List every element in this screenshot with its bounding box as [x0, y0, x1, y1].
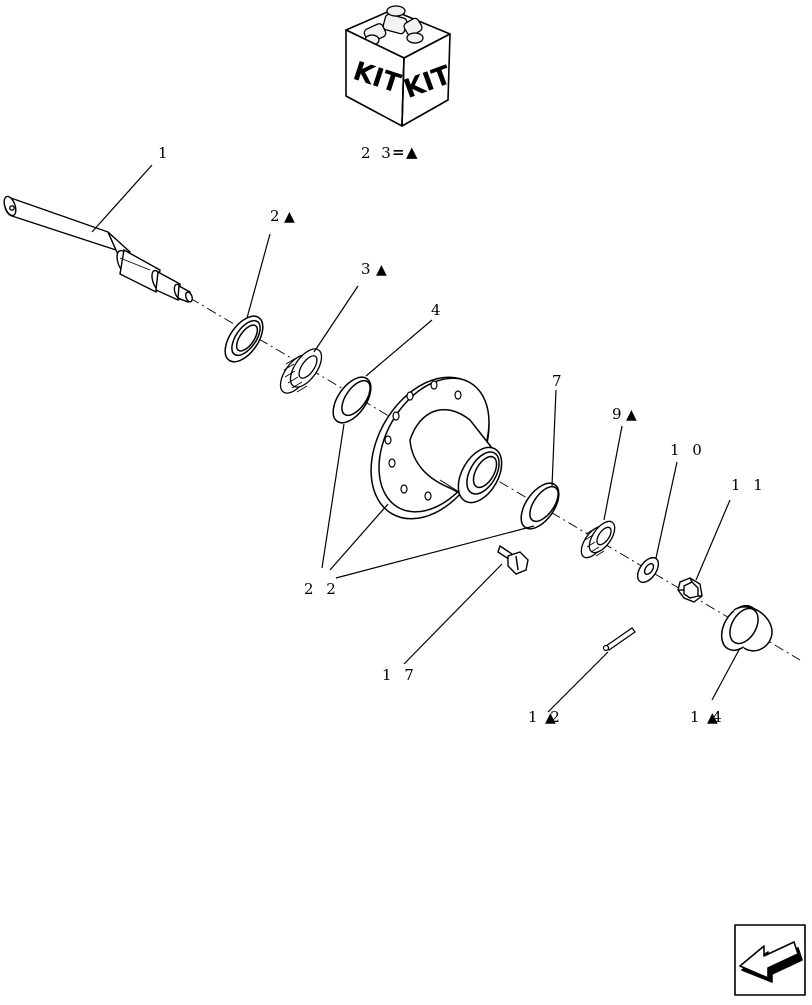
callout-14-kit-marker: ▲ [707, 710, 718, 726]
callout-4: 4 [431, 301, 445, 319]
callout-3: 3 [361, 260, 375, 278]
castle-nut-part [677, 577, 703, 603]
callout-22: 2 2 [304, 580, 340, 598]
callout-1: 1 [158, 144, 172, 162]
callout-12: 1 2 [528, 708, 564, 726]
inner-cup-part [332, 376, 372, 424]
callout-3-kit-marker: ▲ [376, 262, 387, 278]
callout-12-kit-marker: ▲ [545, 710, 556, 726]
callout-10: 1 0 [670, 441, 706, 459]
kit-box-icon [345, 5, 451, 127]
dust-cap-part [720, 604, 773, 652]
callout-2: 2 [270, 207, 284, 225]
back-arrow-icon[interactable] [734, 924, 806, 996]
callout-2-kit-marker: ▲ [284, 209, 295, 225]
callout-9: 9 [612, 405, 626, 423]
callout-14: 1 4 [690, 708, 726, 726]
callout-17: 1 7 [382, 666, 418, 684]
washer-part [636, 556, 660, 584]
spindle-part [3, 195, 193, 303]
outer-cup-part [520, 482, 560, 530]
kit-note-equals: = [392, 143, 405, 161]
hub-part [370, 376, 503, 520]
kit-note-number: 2 3 [361, 144, 394, 162]
callout-7: 7 [552, 372, 566, 390]
callout-labels: 1 2 ▲ 3 ▲ 4 7 9 ▲ 1 0 1 1 2 2 1 7 1 2 ▲ … [158, 144, 767, 726]
kit-note-symbol: ▲ [406, 143, 418, 161]
outer-bearing-part [580, 520, 616, 559]
seal-part [224, 315, 264, 363]
cotter-pin-part [602, 627, 636, 652]
callout-11: 1 1 [731, 476, 767, 494]
callout-9-kit-marker: ▲ [626, 407, 637, 423]
inner-bearing-part [279, 348, 323, 394]
wheel-bolt-part [497, 544, 529, 575]
leader-lines [91, 164, 741, 713]
